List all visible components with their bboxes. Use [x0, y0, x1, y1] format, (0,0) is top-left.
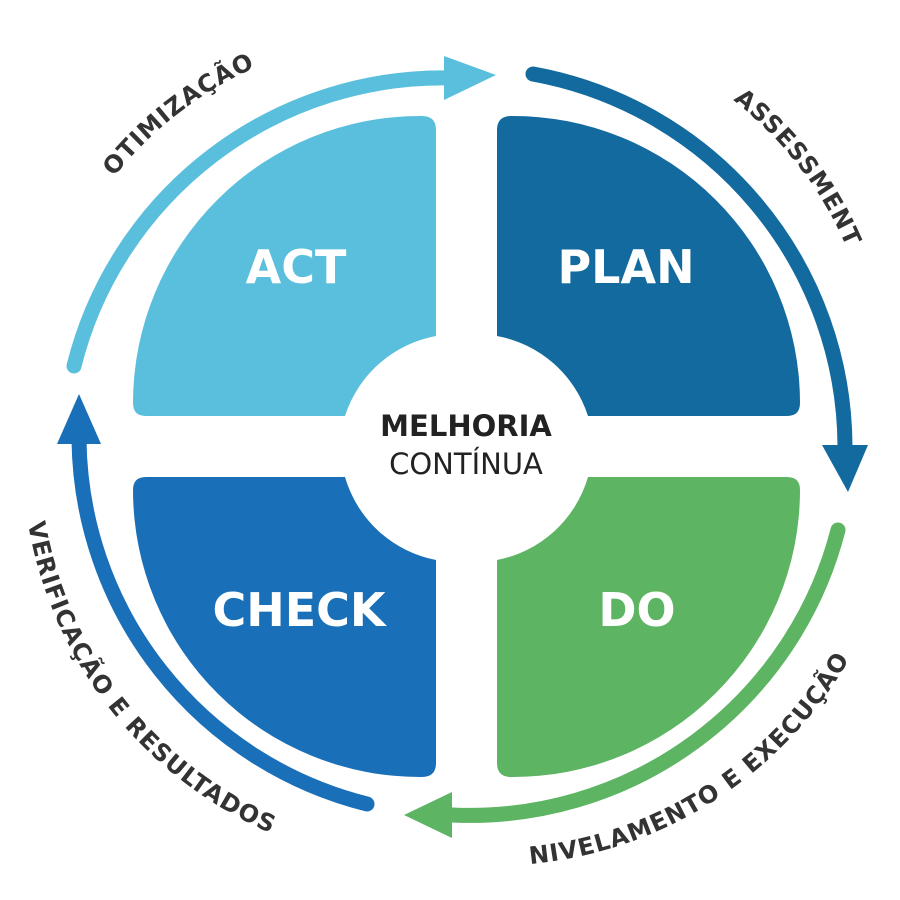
quadrant-label-plan: PLAN [557, 240, 694, 294]
quadrant-do [497, 477, 800, 778]
quadrant-plan [497, 115, 800, 416]
arc-arrow-assessment [525, 66, 868, 492]
quadrant-label-check: CHECK [212, 583, 387, 637]
arc-arrow-verificacao [57, 394, 375, 812]
arc-arrow-nivelamento [404, 522, 846, 838]
quadrant-label-do: DO [598, 583, 675, 637]
quadrant-act [133, 115, 436, 417]
center-title: MELHORIA [380, 409, 552, 443]
arc-label-assessment: ASSESSMENT [729, 83, 867, 251]
quadrant-label-act: ACT [246, 240, 347, 294]
arc-arrow-otimizacao [66, 56, 496, 374]
quadrant-check [133, 477, 436, 778]
center-subtitle: CONTÍNUA [389, 447, 543, 481]
arc-label-otimizacao: OTIMIZAÇÃO [97, 47, 258, 181]
